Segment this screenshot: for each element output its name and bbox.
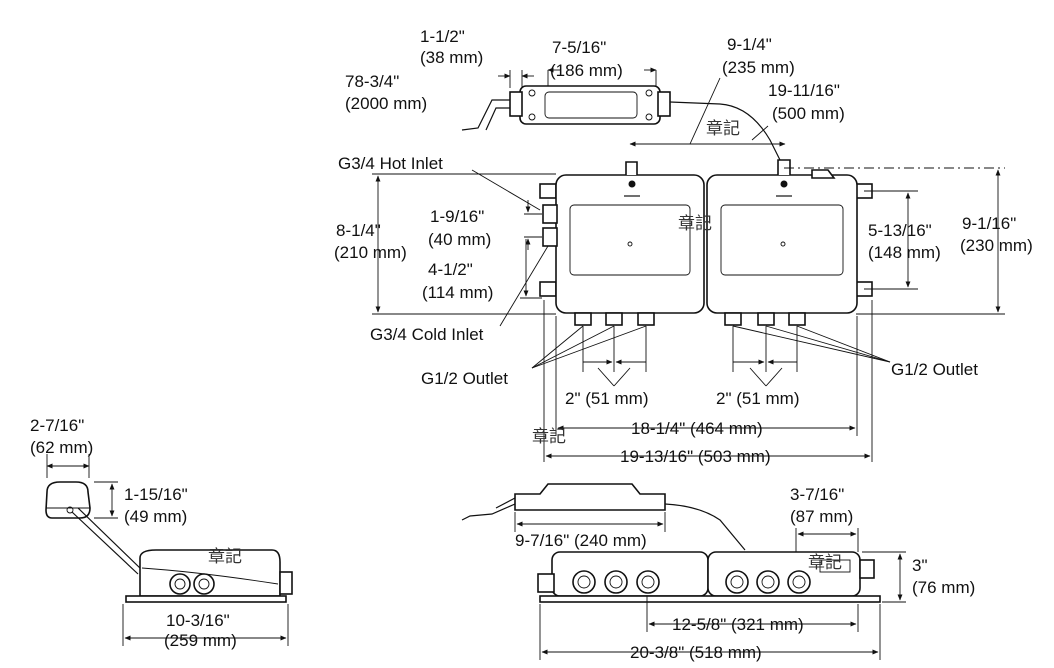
mount-spacing-mm: (148 mm) xyxy=(868,243,941,262)
cold-inlet-label: G3/4 Cold Inlet xyxy=(370,325,484,344)
inlet-height-in: 4-1/2" xyxy=(428,260,473,279)
height-mm: (210 mm) xyxy=(334,243,407,262)
cable-length-in: 78-3/4" xyxy=(345,72,399,91)
front-offset-mm: (87 mm) xyxy=(790,507,853,526)
sensor-length-in: 1-1/2" xyxy=(420,27,465,46)
side-depth-in: 10-3/16" xyxy=(166,611,230,630)
inlet-spacing-mm: (40 mm) xyxy=(428,230,491,249)
hot-inlet-label: G3/4 Hot Inlet xyxy=(338,154,443,173)
mount-spacing-in: 5-13/16" xyxy=(868,221,932,240)
outlet-right-label: G1/2 Outlet xyxy=(891,360,978,379)
sensor-length-mm: (38 mm) xyxy=(420,48,483,67)
side-sensor-mm: (62 mm) xyxy=(30,438,93,457)
top-sensor-module xyxy=(461,85,786,171)
valve-housing-top-view xyxy=(539,159,873,326)
offset-top-mm: (235 mm) xyxy=(722,58,795,77)
side-sensor-in: 2-7/16" xyxy=(30,416,84,435)
outlet-spacing-right: 2" (51 mm) xyxy=(716,389,800,408)
front-height-in: 3" xyxy=(912,556,928,575)
width-outer: 19-13/16" (503 mm) xyxy=(620,447,771,466)
side-sensor-h-mm: (49 mm) xyxy=(124,507,187,526)
cable2-in: 19-11/16" xyxy=(768,81,840,100)
offset-top-in: 9-1/4" xyxy=(727,35,772,54)
watermark: 章記 xyxy=(208,547,242,567)
front-outer-width: 20-3/8" (518 mm) xyxy=(630,643,762,662)
side-sensor-h-in: 1-15/16" xyxy=(124,485,188,504)
front-sensor-width: 9-7/16" (240 mm) xyxy=(515,531,647,550)
height-in: 8-1/4" xyxy=(336,221,381,240)
watermark: 章記 xyxy=(808,553,842,573)
sensor-width-in: 7-5/16" xyxy=(552,38,606,57)
sensor-width-mm: (186 mm) xyxy=(550,61,623,80)
watermark: 章記 xyxy=(532,427,566,447)
inlet-height-mm: (114 mm) xyxy=(422,283,493,302)
inlet-spacing-in: 1-9/16" xyxy=(430,207,484,226)
front-offset-in: 3-7/16" xyxy=(790,485,844,504)
front-inner-width: 12-5/8" (321 mm) xyxy=(672,615,804,634)
side-depth-mm: (259 mm) xyxy=(164,631,237,650)
watermark: 章記 xyxy=(706,119,740,139)
overall-height-in: 9-1/16" xyxy=(962,214,1016,233)
side-view xyxy=(45,481,293,603)
cable-length-mm: (2000 mm) xyxy=(345,94,427,113)
width-inner: 18-1/4" (464 mm) xyxy=(631,419,763,438)
outlet-spacing-left: 2" (51 mm) xyxy=(565,389,649,408)
front-height-mm: (76 mm) xyxy=(912,578,975,597)
outlet-left-label: G1/2 Outlet xyxy=(421,369,508,388)
cable2-mm: (500 mm) xyxy=(772,104,845,123)
front-view xyxy=(461,483,881,603)
overall-height-mm: (230 mm) xyxy=(960,236,1033,255)
watermark: 章記 xyxy=(678,214,712,234)
